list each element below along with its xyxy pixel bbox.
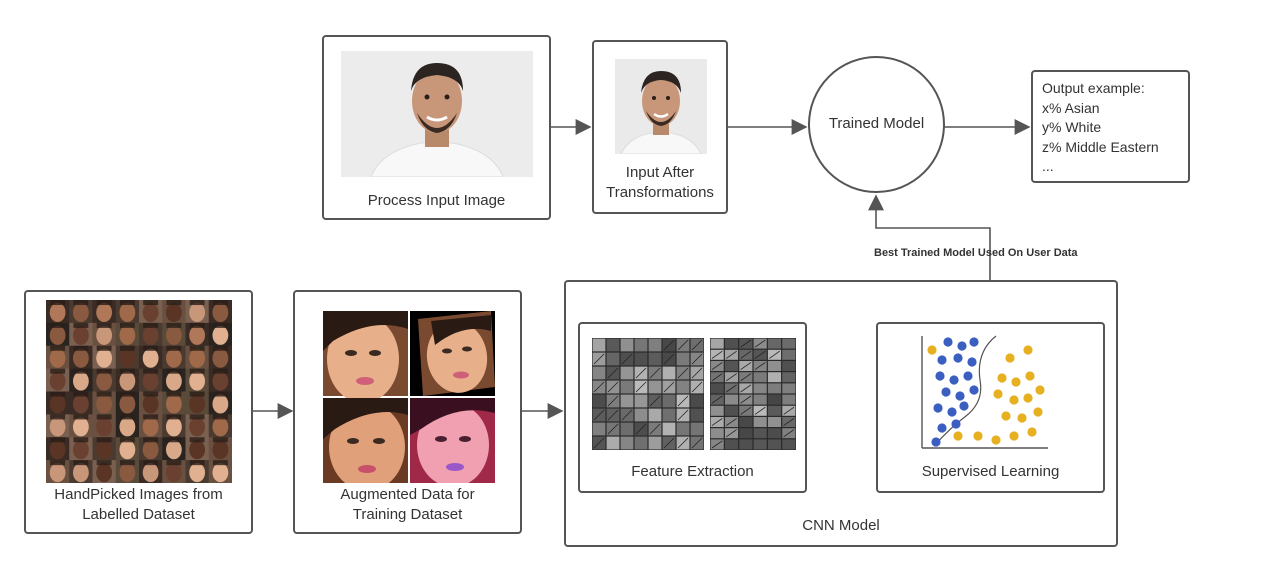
output-lines: Output example: x% Asian y% White z% Mid… (1042, 79, 1159, 177)
feature-map-grid (592, 338, 796, 450)
trained-model-label: Trained Model (828, 115, 925, 132)
input-after-label: Input After Transformations (606, 164, 714, 202)
portrait-photo (341, 51, 533, 177)
input-after-box: Input After Transformations (592, 40, 728, 214)
feedback-label: Best Trained Model Used On User Data (874, 247, 1078, 259)
supervised-learning-box: Supervised Learning (876, 322, 1105, 493)
feature-extraction-label: Feature Extraction (631, 463, 754, 480)
scatter-plot-icon (914, 332, 1054, 454)
output-example-box: Output example: x% Asian y% White z% Mid… (1031, 70, 1190, 183)
feature-extraction-box: Feature Extraction (578, 322, 807, 493)
output-line: Output example: (1042, 80, 1145, 96)
trained-model-node: Trained Model (808, 56, 945, 193)
process-input-label: Process Input Image (367, 192, 506, 209)
process-input-box: Process Input Image (322, 35, 551, 220)
output-line: z% Middle Eastern (1042, 138, 1159, 155)
output-line: y% White (1042, 119, 1102, 136)
supervised-learning-label: Supervised Learning (921, 463, 1060, 480)
face-grid-mosaic (46, 300, 232, 483)
handpicked-box: HandPicked Images from Labelled Dataset (24, 290, 253, 534)
output-line: ... (1042, 158, 1054, 175)
cropped-face-photo (615, 59, 707, 154)
arrow-supervised-to-model (868, 194, 991, 322)
augmented-label: Augmented Data for Training Dataset (340, 486, 475, 524)
cnn-model-label: CNN Model (802, 517, 880, 534)
handpicked-label: HandPicked Images from Labelled Dataset (54, 486, 223, 524)
augmented-box: Augmented Data for Training Dataset (293, 290, 522, 534)
augmented-face-quad (323, 311, 495, 483)
output-line: x% Asian (1042, 99, 1100, 116)
